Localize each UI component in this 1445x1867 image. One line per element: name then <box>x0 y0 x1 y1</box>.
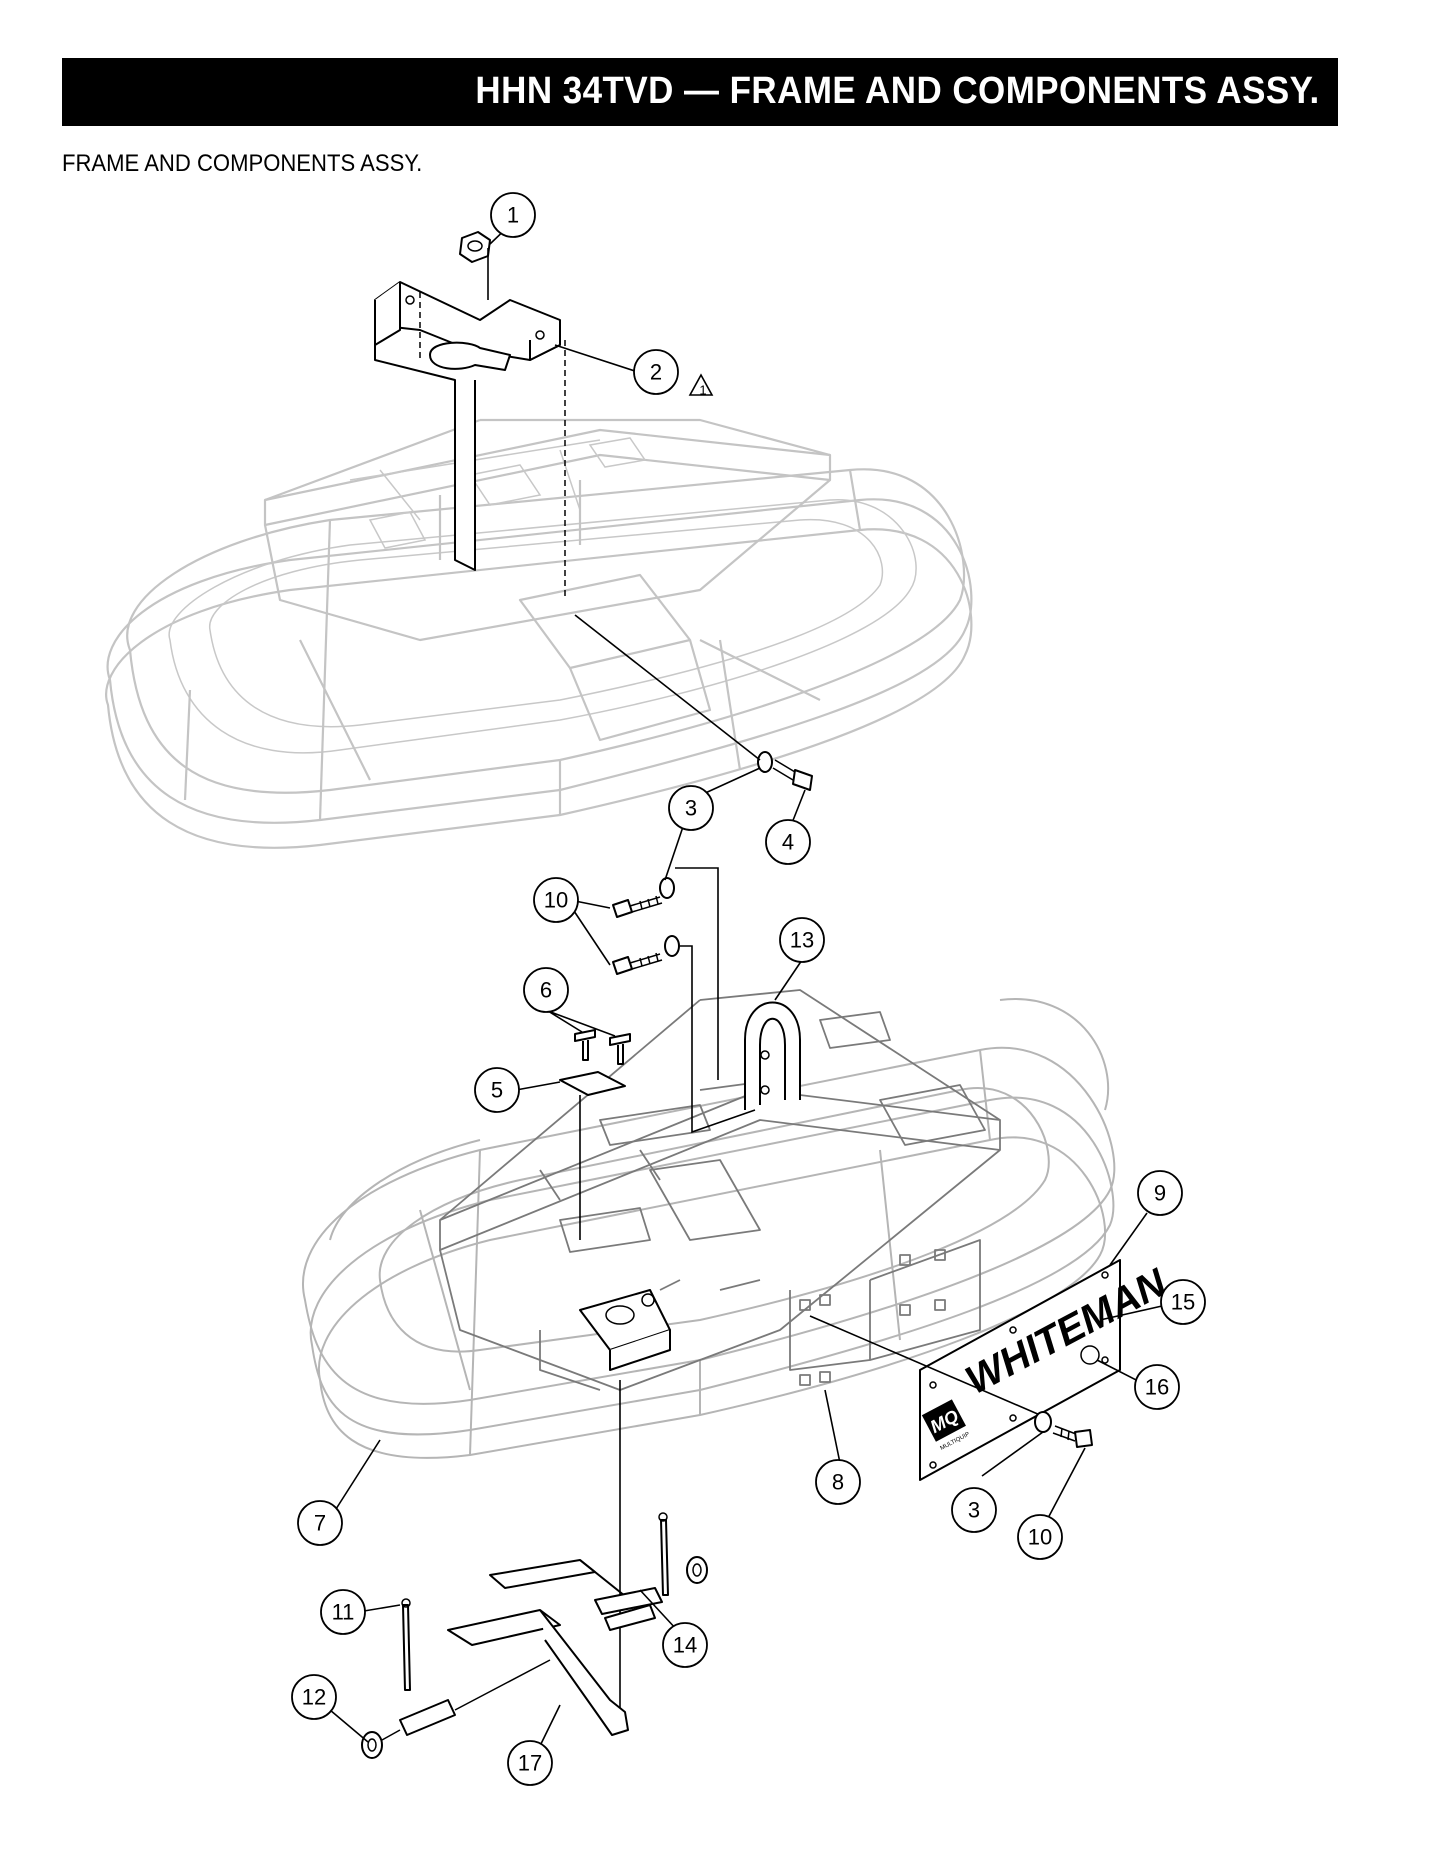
callout-3-upper: 3 <box>668 785 714 831</box>
callout-6: 6 <box>523 967 569 1013</box>
callout-3-mid: 3 <box>670 853 682 878</box>
page-title: HHN 34TVD — FRAME AND COMPONENTS ASSY. <box>475 70 1320 112</box>
callout-12: 12 <box>291 1674 337 1720</box>
u-handle-part <box>744 1001 801 1110</box>
note-flag-label: 1 <box>699 383 706 398</box>
callout-13: 13 <box>779 917 825 963</box>
svg-text:6: 6 <box>540 978 552 1003</box>
callout-14: 14 <box>662 1622 708 1668</box>
svg-text:9: 9 <box>1154 1181 1166 1206</box>
svg-text:14: 14 <box>673 1633 697 1658</box>
svg-text:5: 5 <box>491 1078 503 1103</box>
svg-text:11: 11 <box>332 1600 355 1625</box>
svg-text:10: 10 <box>544 888 568 913</box>
callout-7: 7 <box>297 1500 343 1546</box>
svg-text:17: 17 <box>518 1751 542 1776</box>
callout-3-lower: 3 <box>951 1487 997 1533</box>
bolt-washer-mid <box>574 614 813 791</box>
svg-text:1: 1 <box>507 203 519 228</box>
callout-4: 4 <box>765 819 811 865</box>
callout-10-upper: 10 <box>533 877 579 923</box>
callout-17: 17 <box>507 1740 553 1786</box>
callout-9: 9 <box>1137 1170 1183 1216</box>
callout-1: 1 <box>490 192 536 238</box>
callout-16: 16 <box>1134 1364 1180 1410</box>
title-bar: HHN 34TVD — FRAME AND COMPONENTS ASSY. <box>62 58 1338 126</box>
bracket-part <box>374 281 566 600</box>
svg-text:10: 10 <box>1028 1525 1052 1550</box>
plate-part <box>559 1071 626 1240</box>
svg-text:7: 7 <box>314 1511 326 1536</box>
callout-8: 8 <box>815 1459 861 1505</box>
bolt-washer-upper <box>612 867 756 1134</box>
upper-frame-ghost <box>105 418 973 849</box>
svg-text:15: 15 <box>1171 1290 1195 1315</box>
svg-text:4: 4 <box>782 830 794 855</box>
svg-text:2: 2 <box>650 360 662 385</box>
decal-plate: WHITEMAN MQ MULTIQUIP <box>809 1259 1174 1481</box>
bolt-washer-lower <box>1034 1411 1093 1448</box>
callout-11: 11 <box>320 1589 366 1635</box>
callout-leaders <box>329 221 1163 1751</box>
nut-part <box>459 231 491 300</box>
svg-text:3: 3 <box>685 796 697 821</box>
callout-2: 2 <box>633 349 679 395</box>
note-flag: 1 <box>688 373 714 398</box>
handle-assembly <box>361 1380 708 1759</box>
callout-5: 5 <box>474 1067 520 1113</box>
callout-10-lower: 10 <box>1017 1514 1063 1560</box>
section-subtitle: FRAME AND COMPONENTS ASSY. <box>62 150 423 177</box>
svg-text:12: 12 <box>302 1685 326 1710</box>
callout-15: 15 <box>1160 1279 1206 1325</box>
lower-frame <box>302 989 1116 1459</box>
svg-text:16: 16 <box>1145 1375 1169 1400</box>
screw-parts <box>574 1029 631 1065</box>
svg-text:3: 3 <box>968 1498 980 1523</box>
svg-text:13: 13 <box>790 928 814 953</box>
svg-text:8: 8 <box>832 1470 844 1495</box>
